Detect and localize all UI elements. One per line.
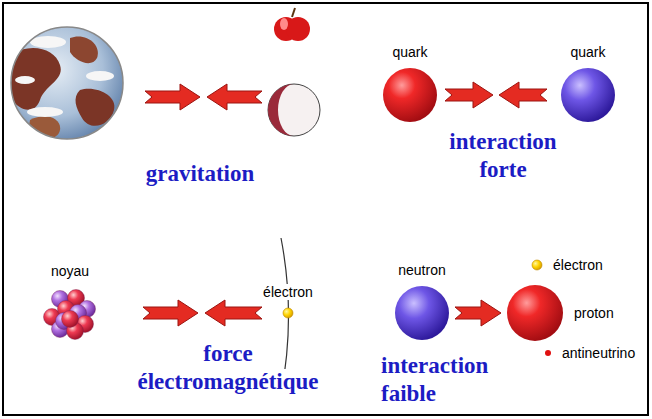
force-title: interaction forte xyxy=(433,128,573,183)
particle-node: quark xyxy=(559,44,617,124)
electron-dot xyxy=(530,258,544,272)
particle-node: proton xyxy=(505,283,616,343)
neutron-sphere xyxy=(393,284,451,342)
particle-node: électron xyxy=(261,284,315,320)
electron-dot xyxy=(281,306,295,320)
particle-label: électron xyxy=(261,284,315,300)
apple xyxy=(274,8,310,41)
earth xyxy=(10,27,123,139)
force-name: force électromagnétique xyxy=(138,341,319,394)
antineutrino-dot xyxy=(543,348,553,358)
quark-sphere xyxy=(381,66,439,124)
proton-sphere xyxy=(505,283,565,343)
nucleus xyxy=(40,285,100,345)
particle-label: antineutrino xyxy=(560,345,637,361)
force-title: interaction faible xyxy=(381,352,531,407)
particle-node: antineutrino xyxy=(543,345,637,361)
particle-label: neutron xyxy=(396,262,447,278)
force-title: force électromagnétique xyxy=(128,340,328,395)
frame xyxy=(3,3,648,415)
particle-label: quark xyxy=(568,44,607,60)
quark-sphere xyxy=(559,66,617,124)
decay-arrow xyxy=(455,300,501,326)
particle-node: électron xyxy=(530,257,605,273)
force-title: gravitation xyxy=(100,160,300,188)
force-name: interaction forte xyxy=(449,129,556,182)
moon xyxy=(268,84,320,136)
force-name: interaction faible xyxy=(381,353,488,406)
particle-node: neutron xyxy=(393,262,451,342)
particle-label: noyau xyxy=(49,263,91,279)
particle-node: noyau xyxy=(40,263,100,345)
particle-node: quark xyxy=(381,44,439,124)
particle-label: électron xyxy=(551,257,605,273)
particle-label: proton xyxy=(572,305,616,321)
attraction-arrows xyxy=(143,82,547,326)
particle-label: quark xyxy=(390,44,429,60)
force-name: gravitation xyxy=(146,161,255,186)
